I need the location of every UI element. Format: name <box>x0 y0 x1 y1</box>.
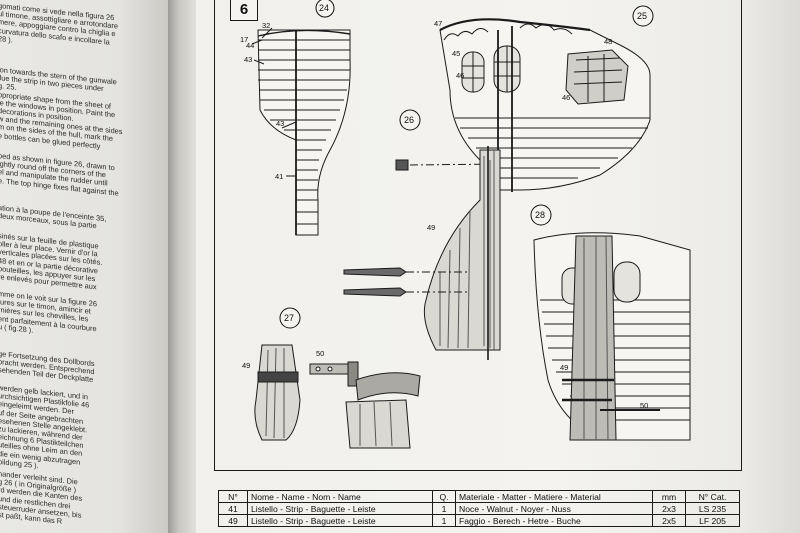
part-label-48: 48 <box>604 37 612 46</box>
part-label-41: 41 <box>275 172 283 181</box>
part-label-45: 45 <box>452 49 460 58</box>
cell-name: Listello - Strip - Baguette - Leiste <box>247 514 433 527</box>
part-label-49: 49 <box>560 363 568 372</box>
cell-mm: 2x5 <box>652 514 686 527</box>
part-label-17: 17 <box>240 35 248 44</box>
part-label-47: 47 <box>434 19 442 28</box>
cell-material: Faggio - Berech - Hetre - Buche <box>455 514 653 527</box>
part-label-43: 43 <box>244 55 252 64</box>
figure-25-stern-view <box>439 18 651 192</box>
header-material: Materiale - Matter - Matiere - Material <box>455 490 653 503</box>
header-mm: mm <box>652 490 686 503</box>
part-label-50: 50 <box>316 349 324 358</box>
figure-marker-27 <box>279 307 301 329</box>
figure-24-stern-profile <box>251 27 351 236</box>
part-label-44: 44 <box>246 41 254 50</box>
cell-mm: 2x3 <box>652 502 686 515</box>
part-label-46: 46 <box>456 71 464 80</box>
figure-number-25: 25 <box>637 11 647 21</box>
figure-number-28: 28 <box>535 210 545 220</box>
page-number: 6 <box>230 0 258 21</box>
figure-marker-24 <box>315 0 335 18</box>
header-name: Nome - Name - Nom - Name <box>247 490 433 503</box>
table-row: 41 Listello - Strip - Baguette - Leiste … <box>218 502 740 515</box>
figure-28-assembled-stern <box>533 232 691 441</box>
parts-table-header: N° Nome - Name - Nom - Name Q. Materiale… <box>218 490 740 503</box>
part-label-49: 49 <box>242 361 250 370</box>
header-catalog: N° Cat. <box>685 490 740 503</box>
figure-marker-28 <box>530 204 552 226</box>
part-label-32: 32 <box>262 21 270 30</box>
figure-26-rudder <box>343 146 501 360</box>
part-callouts: 32 17 44 43 43 41 47 45 48 46 46 49 49 4… <box>240 19 648 410</box>
drawing-frame <box>214 0 742 471</box>
header-number: N° <box>218 490 248 503</box>
cell-name: Listello - Strip - Baguette - Leiste <box>247 502 433 515</box>
header-quantity: Q. <box>432 490 456 503</box>
cell-number: 41 <box>218 502 248 515</box>
cell-catalog: LF 205 <box>685 514 740 527</box>
left-page: gomati come si vede nella figura 26 ul t… <box>0 0 172 533</box>
cell-quantity: 1 <box>432 514 456 527</box>
figure-27-hinges <box>254 344 421 449</box>
part-label-46: 46 <box>562 93 570 102</box>
figure-number-markers: 24 25 26 27 28 <box>279 0 654 329</box>
figure-marker-26 <box>399 109 421 131</box>
table-row: 49 Listello - Strip - Baguette - Leiste … <box>218 514 740 527</box>
part-label-50: 50 <box>640 401 648 410</box>
figure-number-26: 26 <box>404 115 414 125</box>
parts-table: N° Nome - Name - Nom - Name Q. Materiale… <box>218 490 740 527</box>
cell-material: Noce - Walnut - Noyer - Nuss <box>455 502 653 515</box>
part-label-49: 49 <box>427 223 435 232</box>
figure-number-24: 24 <box>319 3 329 13</box>
figure-number-27: 27 <box>284 313 294 323</box>
cell-catalog: LS 235 <box>685 502 740 515</box>
cell-quantity: 1 <box>432 502 456 515</box>
part-label-43: 43 <box>276 119 284 128</box>
cell-number: 49 <box>218 514 248 527</box>
figure-marker-25 <box>632 5 654 27</box>
